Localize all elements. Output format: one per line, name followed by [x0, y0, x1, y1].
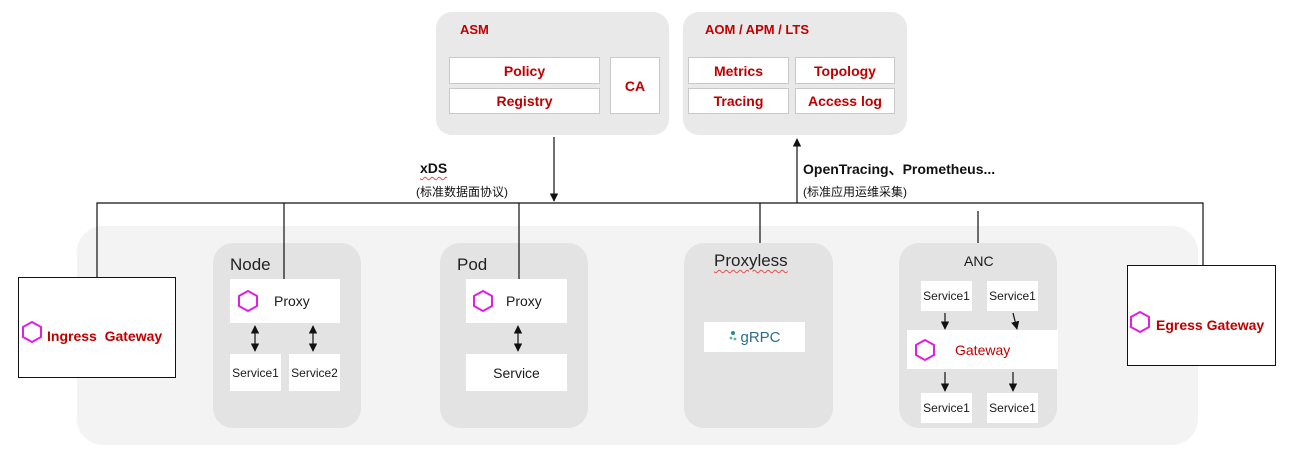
ca-box[interactable]: CA [610, 57, 660, 114]
policy-box[interactable]: Policy [449, 57, 600, 84]
pod-proxy-label: Proxy [506, 293, 542, 309]
grpc-label: gRPC [740, 328, 781, 346]
pod-service-box[interactable]: Service [466, 354, 567, 391]
grpc-box[interactable]: gRPC [704, 322, 805, 352]
node-service1-box[interactable]: Service1 [230, 354, 281, 391]
egress-gateway-label: Egress Gateway [1156, 317, 1265, 333]
proxyless-title: Proxyless [714, 251, 788, 270]
asm-title: ASM [460, 22, 489, 37]
pod-proxy-box[interactable]: Proxy [466, 279, 567, 323]
telemetry-note: (标准应用运维采集) [803, 185, 907, 199]
anc-service1-top-left[interactable]: Service1 [921, 281, 972, 311]
anc-gateway-label: Gateway [955, 341, 1011, 358]
grpc-logo-icon [730, 331, 737, 341]
anc-service1-bottom-left[interactable]: Service1 [921, 393, 972, 423]
aom-title: AOM / APM / LTS [705, 22, 809, 37]
ingress-gateway-box[interactable]: Ingress Gateway [18, 277, 176, 378]
xds-label: xDS [420, 160, 448, 176]
hexagon-icon [1130, 311, 1150, 333]
telemetry-label: OpenTracing、Prometheus... [803, 161, 996, 177]
hexagon-icon [238, 290, 258, 312]
ingress-gateway-label: Ingress Gateway [47, 328, 163, 344]
anc-gateway-box[interactable]: Gateway [907, 330, 1058, 369]
access-log-box[interactable]: Access log [795, 88, 895, 114]
pod-title: Pod [457, 255, 488, 274]
egress-gateway-box[interactable]: Egress Gateway [1127, 265, 1276, 366]
anc-service1-top-right[interactable]: Service1 [987, 281, 1038, 311]
metrics-box[interactable]: Metrics [688, 57, 789, 84]
node-service2-box[interactable]: Service2 [289, 354, 340, 391]
anc-arrow-tr [1011, 312, 1020, 330]
registry-box[interactable]: Registry [449, 88, 600, 114]
topology-box[interactable]: Topology [795, 57, 895, 84]
tracing-box[interactable]: Tracing [688, 88, 789, 114]
anc-service1-bottom-right[interactable]: Service1 [987, 393, 1038, 423]
hexagon-icon [22, 321, 42, 343]
node-title: Node [230, 255, 271, 274]
hexagon-icon [915, 338, 935, 361]
bus-line [96, 202, 1204, 277]
node-proxy-label: Proxy [274, 293, 310, 309]
hexagon-icon [473, 290, 493, 312]
node-proxy-box[interactable]: Proxy [230, 279, 340, 323]
node-card: Node [213, 243, 361, 428]
xds-note: (标准数据面协议) [416, 185, 508, 199]
anc-title: ANC [964, 253, 994, 269]
